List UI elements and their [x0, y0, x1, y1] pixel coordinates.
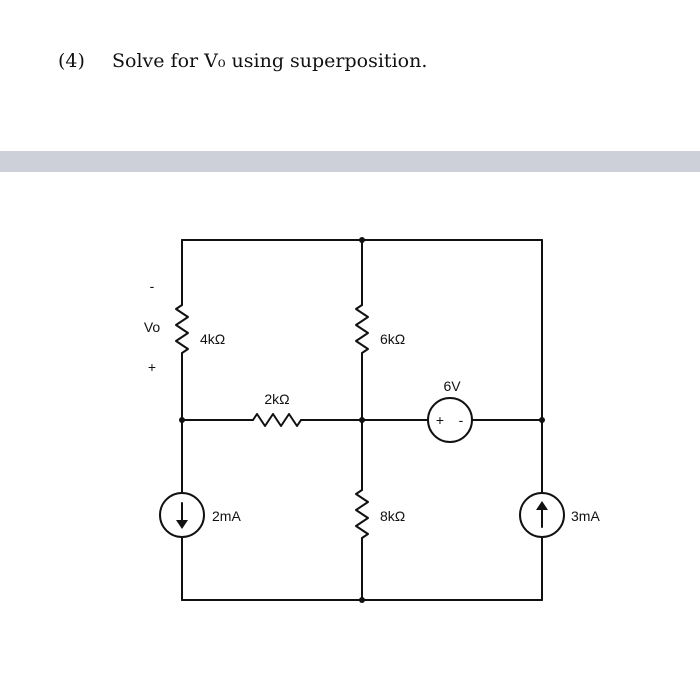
current-source-3ma	[519, 492, 565, 538]
label-resistor-8k: 8kΩ	[380, 508, 405, 524]
voltage-source-plus: +	[436, 412, 444, 428]
node-center	[359, 417, 365, 423]
resistor-8k	[355, 489, 369, 539]
problem-number: (4)	[58, 50, 85, 72]
voltage-source-minus: -	[459, 412, 464, 428]
resistor-2k	[252, 413, 302, 427]
output-plus: +	[148, 359, 156, 375]
label-resistor-4k: 4kΩ	[200, 331, 225, 347]
resistor-6k	[355, 304, 369, 354]
node-top-middle	[359, 237, 365, 243]
resistor-4k	[175, 304, 189, 354]
node-bottom-middle	[359, 597, 365, 603]
label-resistor-2k: 2kΩ	[264, 391, 289, 407]
node-right-mid	[539, 417, 545, 423]
label-output-vo: Vo	[144, 319, 161, 335]
current-source-2ma	[159, 492, 205, 538]
label-source-6v: 6V	[443, 378, 461, 394]
output-minus: -	[150, 278, 155, 294]
problem-text: Solve for V₀ using superposition.	[112, 50, 428, 72]
node-left-mid	[179, 417, 185, 423]
label-resistor-6k: 6kΩ	[380, 331, 405, 347]
voltage-source-6v	[427, 397, 473, 443]
section-divider	[0, 151, 700, 172]
label-source-2ma: 2mA	[212, 508, 241, 524]
label-source-3ma: 3mA	[571, 508, 600, 524]
arrow-down-head-icon	[176, 520, 188, 529]
problem-statement: (4) Solve for V₀ using superposition.	[58, 50, 427, 72]
arrow-up-head-icon	[536, 501, 548, 510]
